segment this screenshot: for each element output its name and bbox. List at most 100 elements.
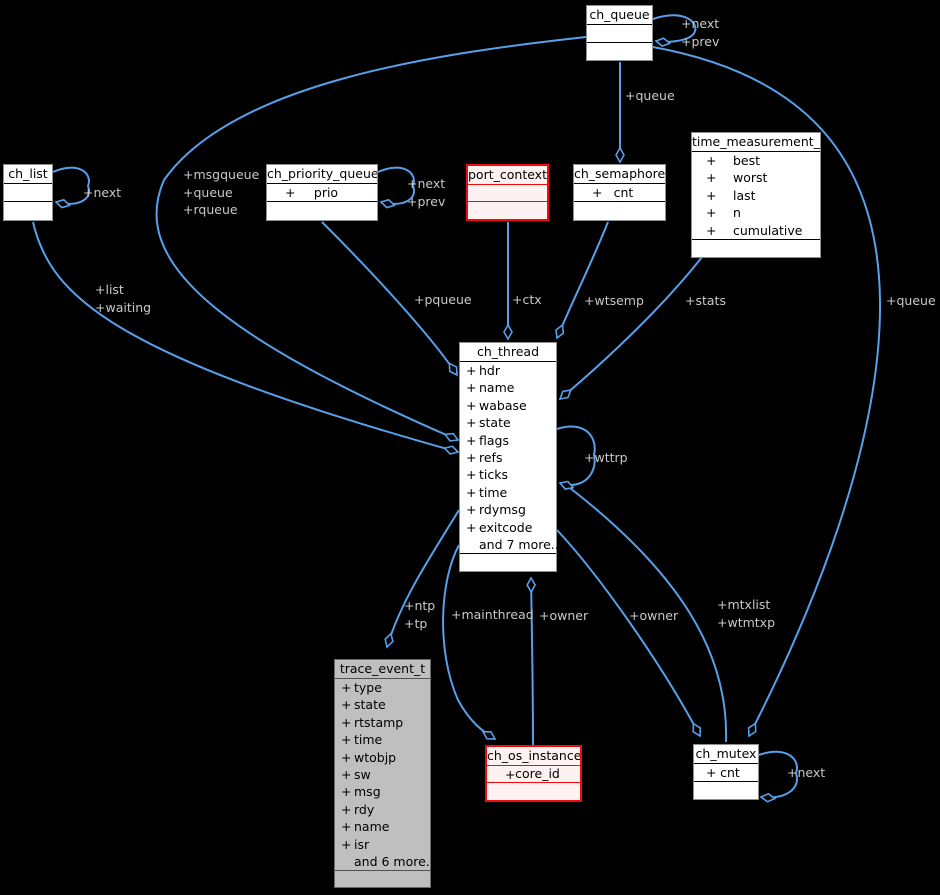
visibility-marker: + — [706, 187, 717, 203]
attr-name: cnt — [613, 185, 634, 200]
edge-thread-instance-mainthread — [442, 544, 495, 740]
visibility-marker: + — [341, 732, 352, 748]
visibility-marker: + — [706, 222, 717, 238]
node-title: ch_priority_queue — [267, 166, 377, 181]
node-methods-empty — [267, 201, 377, 220]
attr-name: last — [733, 187, 756, 203]
edge-label-list: +list — [95, 282, 124, 297]
visibility-marker: + — [341, 836, 352, 852]
node-title: ch_queue — [589, 7, 650, 22]
edge-queue-thread — [155, 36, 587, 440]
node-methods-empty — [460, 553, 556, 571]
attr-row: +exitcode — [460, 519, 556, 536]
attr-row: +type — [335, 679, 430, 696]
edge-label-queue-prev: +prev — [681, 34, 720, 49]
visibility-marker: + — [341, 680, 352, 695]
node-ch_mutex[interactable]: ch_mutex + cnt — [693, 744, 759, 800]
attr-name: core_id — [515, 766, 560, 781]
visibility-marker: + — [592, 185, 603, 200]
visibility-marker: + — [466, 449, 477, 465]
visibility-marker — [460, 536, 479, 553]
edge-list-self-loop — [52, 166, 91, 204]
visibility-marker: + — [341, 714, 352, 730]
node-time_measurement_t[interactable]: time_measurement_t +best + worst + last + n… — [691, 132, 821, 258]
attr-name: prio — [313, 185, 339, 200]
edge-label-queue-next: +next — [681, 16, 720, 31]
edge-label-list-next: +next — [83, 185, 122, 200]
attr-row: + last — [692, 187, 820, 204]
attr-name: state — [479, 415, 511, 431]
visibility-marker: + — [341, 819, 352, 835]
attr-row: +best — [692, 152, 820, 169]
edge-pqueue-thread — [321, 221, 457, 375]
visibility-marker: + — [466, 502, 477, 518]
edge-label-msgqueue: +msgqueue — [183, 167, 260, 182]
node-methods-empty — [4, 201, 52, 220]
node-title: ch_os_instance — [487, 748, 580, 763]
node-methods-empty — [335, 870, 430, 887]
edge-label-mainthread: +mainthread — [451, 607, 534, 622]
visibility-marker: + — [285, 185, 296, 200]
edge-label-queue: +queue — [183, 185, 233, 200]
node-attr-row: + prio — [267, 183, 377, 201]
node-title: time_measurement_t — [692, 134, 820, 149]
node-port_context[interactable]: port_context — [466, 164, 549, 221]
visibility-marker: + — [466, 432, 477, 448]
node-ch_list[interactable]: ch_list — [3, 164, 53, 221]
node-ch_os_instance[interactable]: ch_os_instance + core_id — [485, 745, 582, 802]
attr-name: n — [733, 205, 741, 221]
edge-list-thread — [32, 221, 458, 452]
node-attr-row: + cnt — [574, 183, 665, 201]
attr-name: and 6 more... — [354, 853, 438, 869]
attr-name: flags — [479, 432, 509, 448]
edge-mutex-self-loop — [758, 750, 799, 798]
attr-row: +msg — [335, 783, 430, 800]
attr-name: best — [733, 153, 761, 168]
edge-label-pq-next: +next — [407, 176, 446, 191]
edge-label-wtsemp: +wtsemp — [584, 293, 644, 308]
node-ch_queue[interactable]: ch_queue — [586, 5, 653, 61]
edge-semaphore-thread — [557, 221, 609, 338]
node-trace_event_t[interactable]: trace_event_t +type +state +rtstamp +tim… — [334, 659, 438, 889]
attr-name: hdr — [479, 363, 500, 378]
node-ch_thread[interactable]: ch_thread +hdr +name +wabase +state +fla… — [459, 342, 563, 573]
attr-name: exitcode — [479, 519, 533, 535]
edge-label-stats: +stats — [685, 293, 726, 308]
visibility-marker: + — [706, 205, 717, 221]
attr-row: +rdy — [335, 801, 430, 818]
attr-row: +wabase — [460, 397, 556, 414]
node-methods-empty — [587, 42, 652, 60]
attr-row: +state — [460, 414, 556, 431]
attr-name: time — [354, 732, 383, 748]
visibility-marker: + — [466, 519, 477, 535]
edge-thread-mutex-owner — [556, 529, 700, 736]
node-ch_priority_queue[interactable]: ch_priority_queue + prio — [266, 164, 378, 221]
node-title: ch_mutex — [695, 746, 757, 761]
attr-name: worst — [733, 170, 768, 186]
edge-label-sem-queue: +queue — [625, 88, 675, 103]
node-title: port_context — [468, 167, 547, 182]
visibility-marker: + — [466, 397, 477, 413]
attr-name: rdy — [354, 801, 375, 817]
node-attr-row: + cnt — [694, 763, 758, 781]
attr-row: + cumulative — [692, 222, 820, 239]
attr-row: +state — [335, 696, 430, 713]
attr-row: +rdymsg — [460, 501, 556, 518]
node-title: ch_semaphore — [574, 166, 665, 181]
attr-name: rdymsg — [479, 502, 526, 518]
node-ch_semaphore[interactable]: ch_semaphore + cnt — [573, 164, 666, 221]
attr-name: wtobjp — [354, 749, 397, 765]
attr-name: sw — [354, 766, 371, 782]
attr-name: cumulative — [733, 222, 803, 238]
attr-row: +wtobjp — [335, 749, 430, 766]
visibility-marker: + — [706, 765, 717, 780]
node-attrs: +best +worst +last +n +cumulative — [692, 151, 820, 239]
attr-name: name — [479, 380, 515, 396]
edge-thread-mutex-list — [569, 487, 728, 743]
attr-row-more: and 6 more... — [335, 853, 438, 870]
visibility-marker: + — [466, 363, 477, 378]
attr-name: wabase — [479, 397, 527, 413]
visibility-marker: + — [341, 801, 352, 817]
node-attrs: +hdr +name +wabase +state +flags +refs +… — [460, 361, 563, 553]
edge-queue-mutex — [652, 46, 882, 736]
